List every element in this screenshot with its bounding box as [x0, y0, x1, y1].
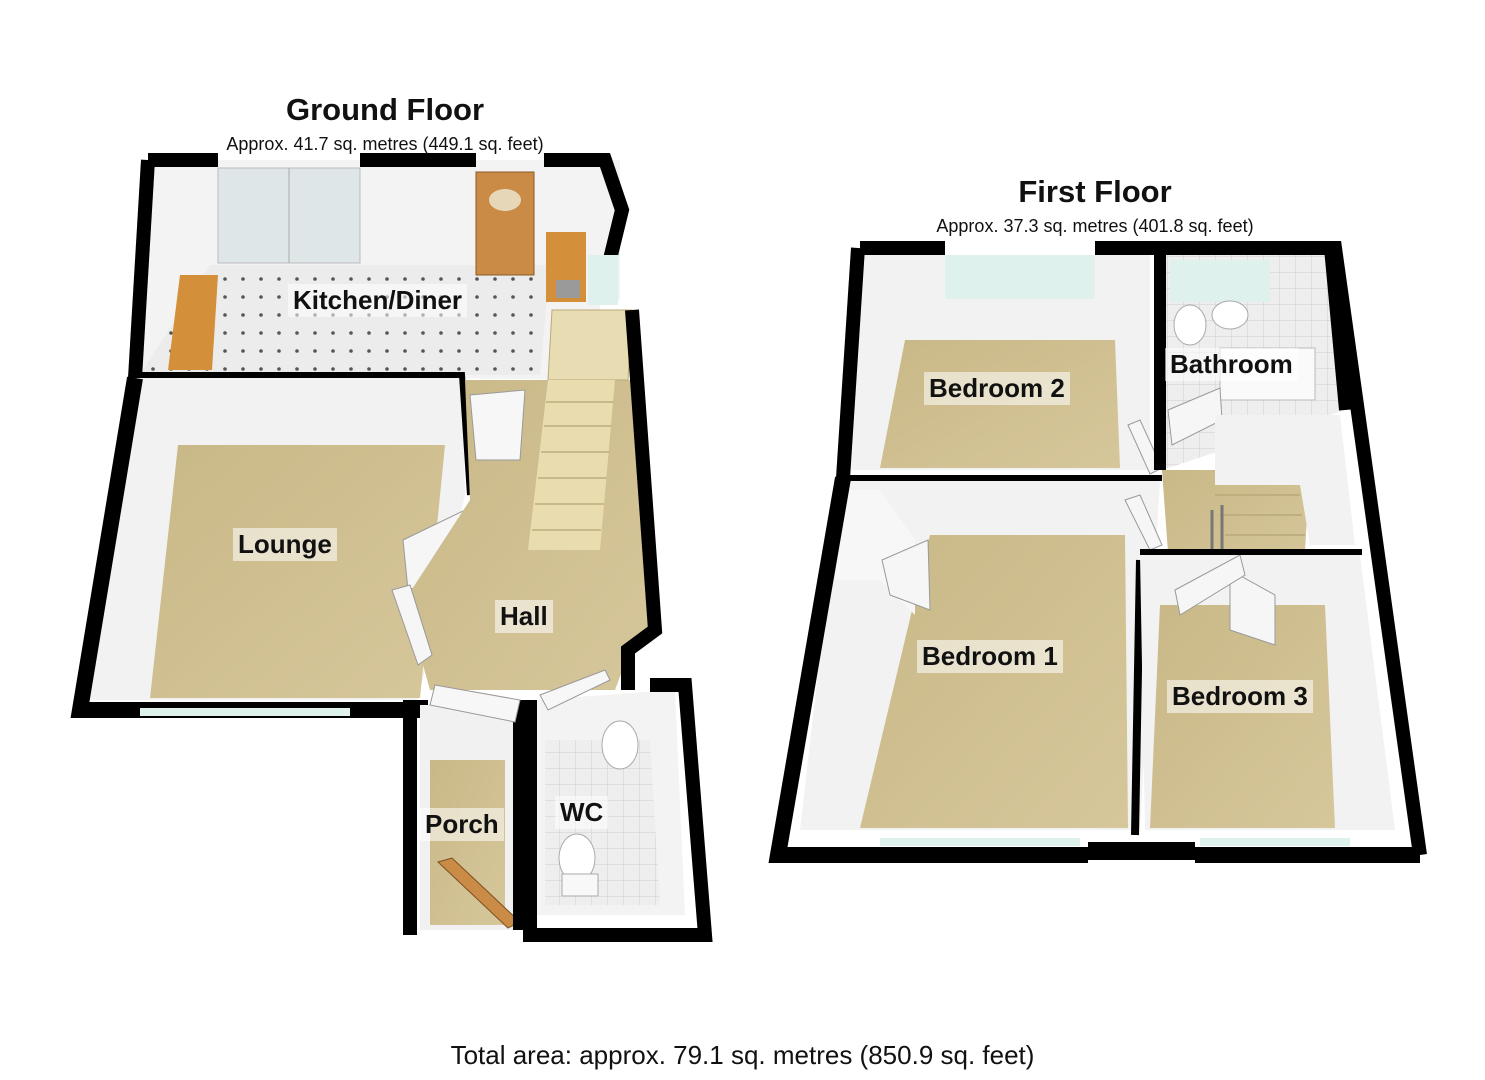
ground-floor-plan [70, 153, 713, 942]
room-label-lounge: Lounge [233, 528, 337, 561]
wc-room [523, 669, 713, 942]
bedroom-3-door [1174, 554, 1246, 616]
bathroom-window [1170, 260, 1270, 302]
room-label-kitchen: Kitchen/Diner [288, 284, 468, 317]
ground-floor-area: Approx. 41.7 sq. metres (449.1 sq. feet) [226, 134, 544, 154]
hall-lounge-door [391, 584, 433, 666]
kitchen-door [469, 389, 526, 461]
wc-door [539, 669, 611, 711]
porch-door [429, 684, 521, 723]
hall-area [391, 309, 663, 690]
bedroom-2-window [945, 255, 1095, 299]
ground-staircase [528, 309, 633, 550]
bedroom-1-wardrobe-door [881, 539, 931, 611]
bathroom-toilet [1173, 304, 1207, 346]
sink [556, 280, 580, 298]
bathroom-basin [1211, 300, 1249, 330]
room-label-bedroom-1: Bedroom 1 [917, 640, 1063, 673]
ground-floor-title: Ground Floor [285, 92, 485, 127]
first-floor-area: Approx. 37.3 sq. metres (401.8 sq. feet) [936, 216, 1254, 236]
first-floor-plan [768, 241, 1427, 863]
back-door [475, 171, 535, 276]
room-label-wc: WC [555, 796, 609, 829]
bedroom-1-door [1124, 494, 1163, 551]
wc-basin [601, 720, 639, 770]
kitchen-diner-room [128, 153, 630, 380]
room-label-bathroom: Bathroom [1165, 348, 1298, 381]
bedroom-3-cupboard-door [1229, 569, 1276, 646]
room-label-hall: Hall [495, 600, 553, 633]
total-area: Total area: approx. 79.1 sq. metres (850… [450, 1040, 1035, 1070]
first-floor-title: First Floor [1018, 174, 1172, 209]
room-label-porch: Porch [420, 808, 504, 841]
room-label-bedroom-2: Bedroom 2 [924, 372, 1070, 405]
bedroom-2-room [836, 241, 1163, 479]
first-floor-stairs [1215, 494, 1305, 536]
kitchen-counter-left [168, 275, 218, 370]
room-label-bedroom-3: Bedroom 3 [1167, 680, 1313, 713]
